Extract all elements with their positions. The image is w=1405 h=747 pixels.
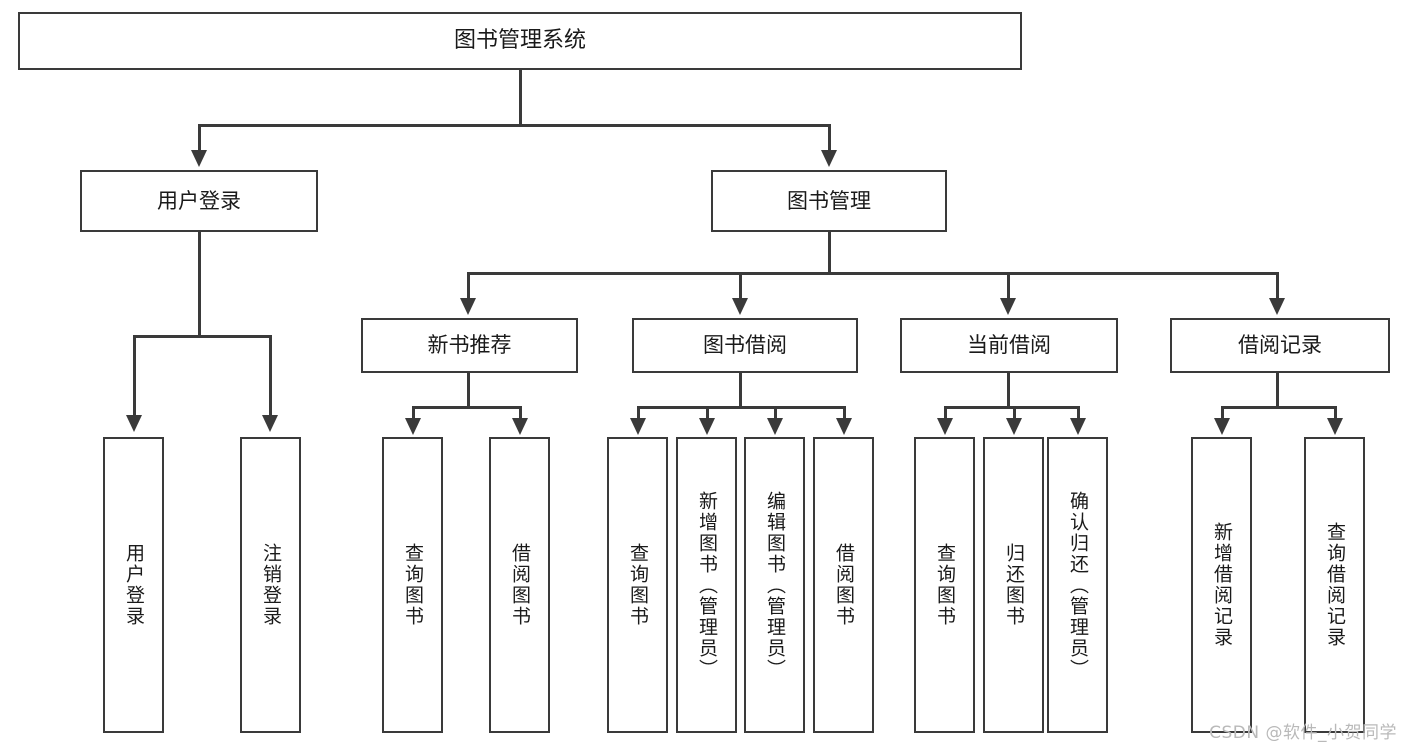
node-root-book-management-system[interactable]: 图书管理系统 [18,12,1022,70]
connector-current-borrow-bus [944,406,1078,409]
connector-book-borrow-branch-1 [637,406,640,420]
connector-root-to-book-management [828,124,831,152]
arrowhead-borrow-record-leaf-2 [1327,418,1343,435]
connector-current-borrow-branch-2 [1013,406,1016,420]
leaf-user-login[interactable]: 用户登录 [103,437,164,733]
connector-borrow-record-branch-2 [1334,406,1337,420]
node-label: 用户登录 [157,188,241,213]
csdn-watermark: CSDN @软件_小贺同学 [1209,723,1397,743]
node-label: 图书管理系统 [453,28,586,54]
connector-new-book-branch-1 [412,406,415,420]
arrowhead-bm-to-new-book [460,298,476,315]
leaf-return-book[interactable]: 归还图书 [983,437,1044,733]
arrowhead-bm-to-book-borrow [732,298,748,315]
connector-root-bus [198,124,831,127]
arrowhead-user-login-leaf-1 [126,415,142,432]
connector-bm-to-new-book [467,272,470,300]
connector-user-login-bus [133,335,271,338]
connector-current-borrow-branch-1 [944,406,947,420]
node-label: 借阅记录 [1238,333,1322,358]
connector-new-book-branch-2 [519,406,522,420]
leaf-query-record[interactable]: 查询借阅记录 [1304,437,1365,733]
connector-root-stem [519,70,522,124]
leaf-add-record[interactable]: 新增借阅记录 [1191,437,1252,733]
node-label: 当前借阅 [967,333,1051,358]
leaf-query-book-3[interactable]: 查询图书 [914,437,975,733]
connector-bm-to-current-borrow [1007,272,1010,300]
leaf-borrow-book-2[interactable]: 借阅图书 [813,437,874,733]
node-book-borrow[interactable]: 图书借阅 [632,318,858,373]
connector-book-borrow-branch-4 [843,406,846,420]
node-label: 查询借阅记录 [1324,522,1346,648]
node-label: 新增图书（管理员） [696,490,718,680]
connector-borrow-record-bus [1221,406,1337,409]
leaf-borrow-book-1[interactable]: 借阅图书 [489,437,550,733]
arrowhead-root-to-book-management [821,150,837,167]
connector-book-management-bus [467,272,1279,275]
node-label: 归还图书 [1003,543,1025,627]
arrowhead-new-book-leaf-2 [512,418,528,435]
node-new-book-recommend[interactable]: 新书推荐 [361,318,578,373]
arrowhead-borrow-record-leaf-1 [1214,418,1230,435]
leaf-query-book-1[interactable]: 查询图书 [382,437,443,733]
node-user-login[interactable]: 用户登录 [80,170,318,232]
node-label: 图书管理 [787,188,871,213]
node-label: 注销登录 [260,543,282,627]
leaf-query-book-2[interactable]: 查询图书 [607,437,668,733]
connector-new-book-bus [412,406,522,409]
connector-bm-to-book-borrow [739,272,742,300]
leaf-add-book[interactable]: 新增图书（管理员） [676,437,737,733]
connector-book-borrow-branch-3 [774,406,777,420]
leaf-confirm-return[interactable]: 确认归还（管理员） [1047,437,1108,733]
connector-new-book-stem [467,373,470,408]
node-current-borrow[interactable]: 当前借阅 [900,318,1118,373]
leaf-edit-book[interactable]: 编辑图书（管理员） [744,437,805,733]
node-label: 用户登录 [123,543,145,627]
connector-book-borrow-bus [637,406,844,409]
node-label: 图书借阅 [703,333,787,358]
arrowhead-current-borrow-leaf-1 [937,418,953,435]
connector-book-borrow-branch-2 [706,406,709,420]
connector-user-login-branch-1 [133,335,136,417]
arrowhead-current-borrow-leaf-2 [1006,418,1022,435]
node-borrow-record[interactable]: 借阅记录 [1170,318,1390,373]
arrowhead-book-borrow-leaf-4 [836,418,852,435]
connector-root-to-user-login [198,124,201,152]
node-label: 借阅图书 [509,543,531,627]
node-label: 查询图书 [627,543,649,627]
connector-borrow-record-branch-1 [1221,406,1224,420]
node-label: 查询图书 [402,543,424,627]
arrowhead-bm-to-current-borrow [1000,298,1016,315]
node-label: 借阅图书 [833,543,855,627]
node-label: 新增借阅记录 [1211,522,1233,648]
arrowhead-new-book-leaf-1 [405,418,421,435]
connector-current-borrow-branch-3 [1077,406,1080,420]
connector-current-borrow-stem [1007,373,1010,408]
connector-user-login-branch-2 [269,335,272,417]
connector-user-login-stem [198,232,201,337]
leaf-logout-login[interactable]: 注销登录 [240,437,301,733]
arrowhead-book-borrow-leaf-2 [699,418,715,435]
connector-book-management-stem [828,232,831,274]
connector-borrow-record-stem [1276,373,1279,408]
node-book-management[interactable]: 图书管理 [711,170,947,232]
connector-bm-to-borrow-record [1276,272,1279,300]
arrowhead-user-login-leaf-2 [262,415,278,432]
arrowhead-root-to-user-login [191,150,207,167]
arrowhead-book-borrow-leaf-1 [630,418,646,435]
connector-book-borrow-stem [739,373,742,408]
node-label: 确认归还（管理员） [1067,490,1089,680]
arrowhead-current-borrow-leaf-3 [1070,418,1086,435]
arrowhead-book-borrow-leaf-3 [767,418,783,435]
node-label: 编辑图书（管理员） [764,490,786,680]
arrowhead-bm-to-borrow-record [1269,298,1285,315]
node-label: 查询图书 [934,543,956,627]
node-label: 新书推荐 [427,333,512,358]
